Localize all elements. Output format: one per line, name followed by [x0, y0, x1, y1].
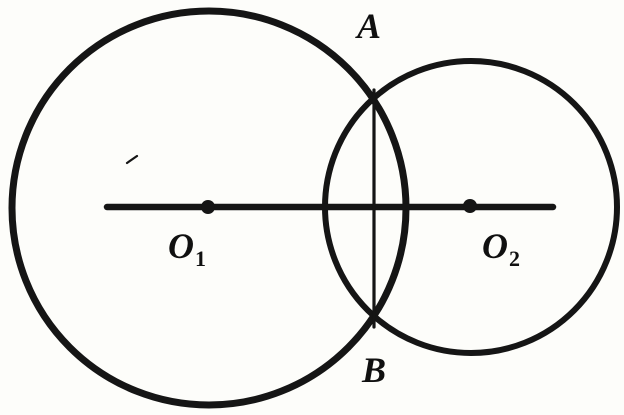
center-o1-subscript: 1 [195, 246, 206, 271]
center-o2-label: O2 [482, 228, 520, 270]
stray-mark-icon [125, 154, 139, 165]
point-a-label: A [357, 6, 382, 46]
center-o2-subscript: 2 [509, 246, 520, 271]
center-o2-base: O [482, 226, 508, 266]
center-dot-o1 [201, 200, 215, 214]
center-o1-label: O1 [168, 228, 206, 270]
point-b-label: B [362, 350, 387, 390]
center-o1-base: O [168, 226, 194, 266]
center-dot-o2 [463, 199, 477, 213]
